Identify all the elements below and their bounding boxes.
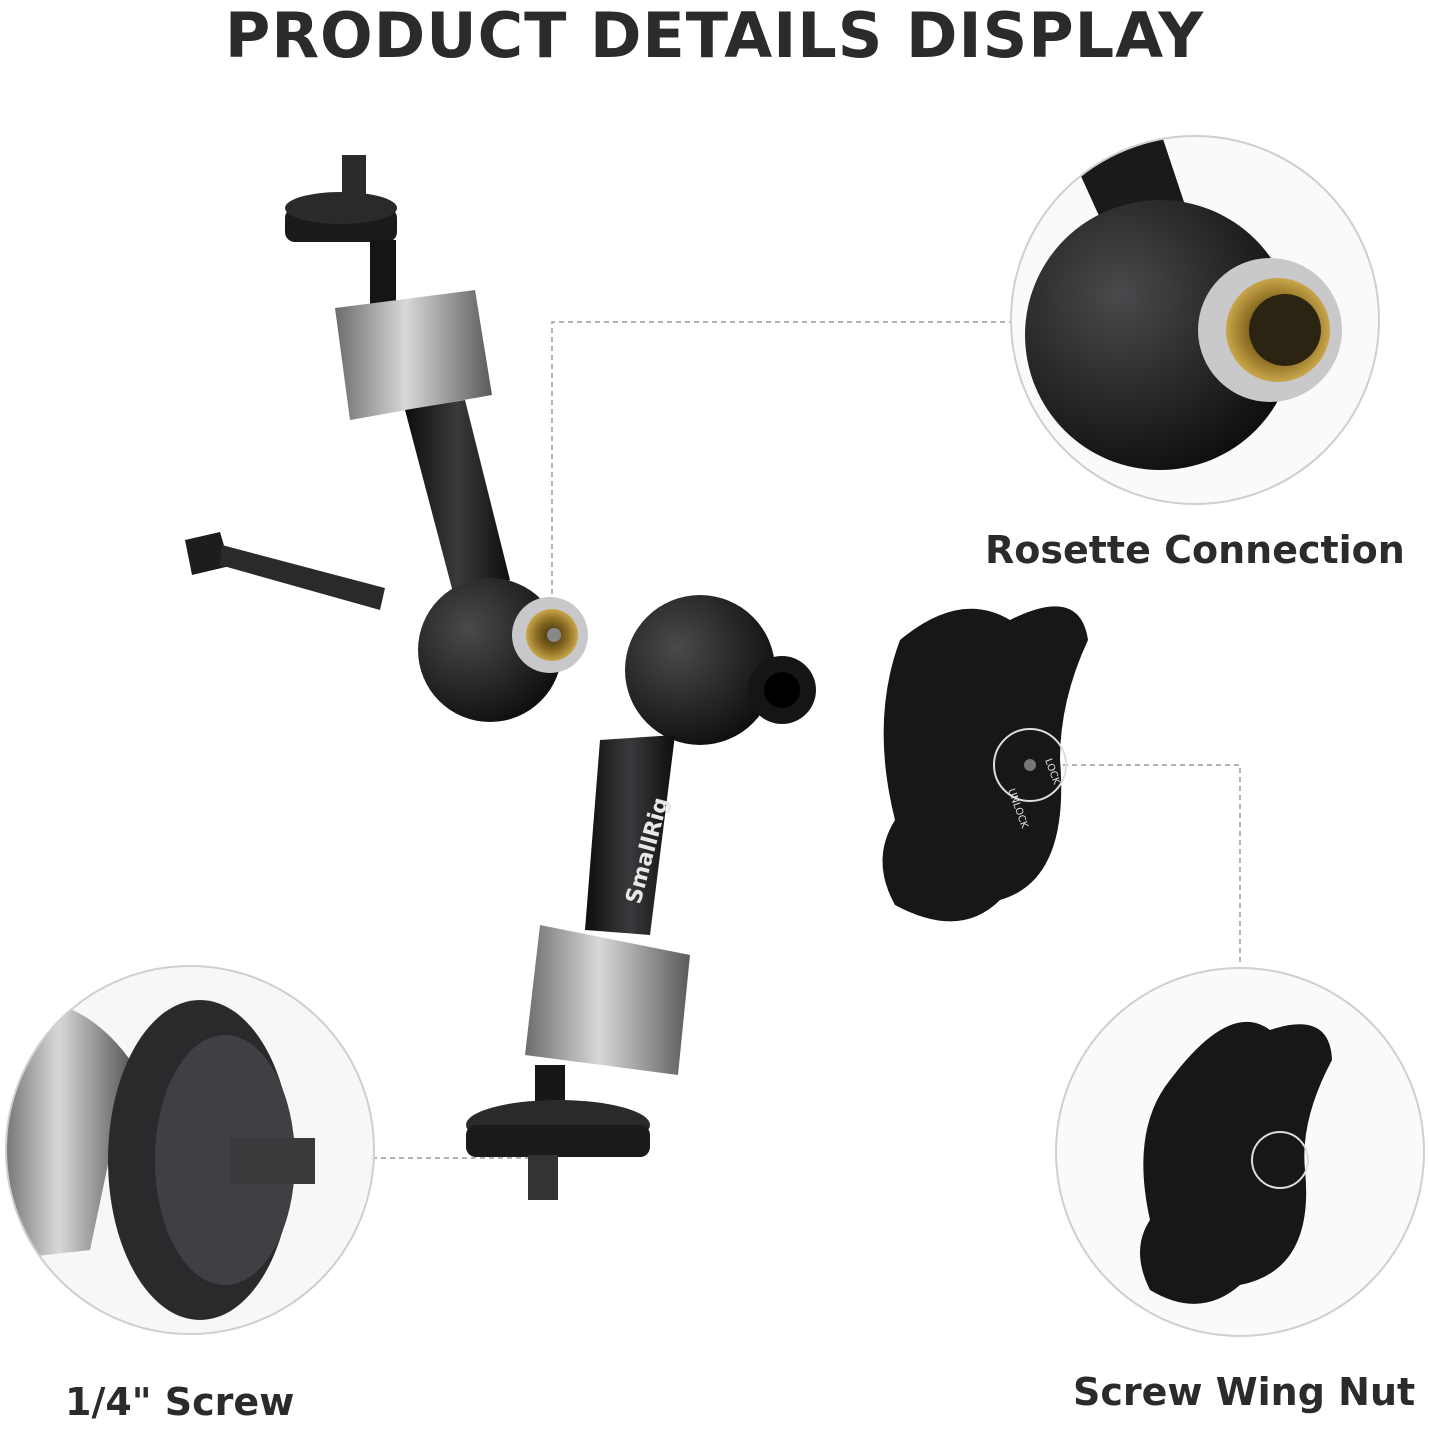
callout-lines [372, 321, 1241, 1159]
rosette-detail-circle [1010, 135, 1380, 505]
quarter-inch-screw-label: 1/4" Screw [65, 1380, 295, 1424]
rosette-callout-line [551, 321, 1010, 612]
page-title: PRODUCT DETAILS DISPLAY [224, 0, 1205, 72]
screw-wing-nut-label: Screw Wing Nut [1073, 1370, 1416, 1414]
lower-arm: SmallRig [466, 595, 816, 1200]
rosette-connection-label: Rosette Connection [985, 528, 1405, 572]
wing-nut [882, 606, 1088, 922]
wingnut-detail-circle [1055, 967, 1425, 1337]
long-bolt [185, 532, 385, 610]
upper-arm [285, 155, 588, 722]
screw-detail-circle [5, 965, 375, 1335]
wingnut-callout-line [1045, 764, 1241, 965]
